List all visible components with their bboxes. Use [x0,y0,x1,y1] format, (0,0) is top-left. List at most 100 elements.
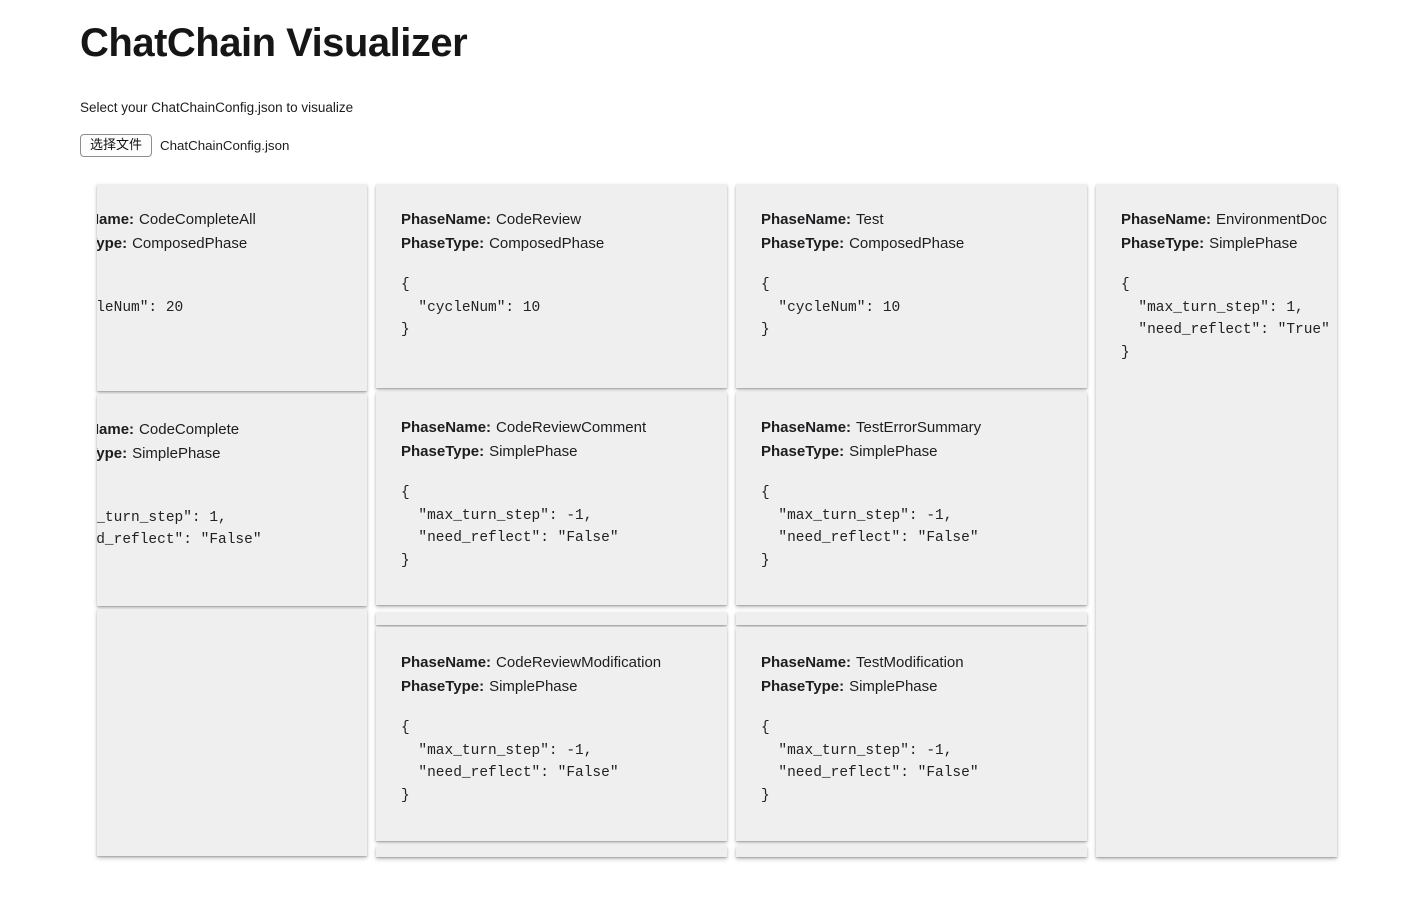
json-line: "need_reflect": "False" [761,530,979,546]
phase-type-value: ComposedPhase [489,234,605,252]
phase-name-line: PhaseName:CodeComplete [97,418,345,442]
phase-type-line: PhaseType:ComposedPhase [761,232,1062,256]
phase-type-value: SimplePhase [849,677,938,695]
phase-type-label: PhaseType: [401,442,485,460]
spacer-card [376,612,727,625]
phase-name-value: CodeReviewComment [496,419,647,436]
phase-type-value: SimplePhase [132,444,221,462]
phase-name-line: PhaseName:EnvironmentDoc [1121,208,1337,232]
phase-name-value: CodeReviewModification [496,654,662,671]
phase-json: { "max_turn_step": -1, "need_reflect": "… [761,482,1062,572]
json-line: { [401,485,410,501]
phase-name-label: PhaseName: [401,654,492,671]
json-line: } [1121,344,1130,361]
phase-json: { "max_turn_step": -1, "need_reflect": "… [401,482,702,572]
json-line: } [761,552,770,569]
spacer-card [736,612,1087,625]
phase-type-value: SimplePhase [1209,234,1298,252]
phase-name-line: PhaseName:TestErrorSummary [761,416,1062,440]
phase-type-value: ComposedPhase [132,234,248,252]
phase-name-label: PhaseName: [761,211,852,228]
json-line: "need_reflect": "True" [1121,322,1330,338]
json-line: { [401,277,410,293]
phase-name-value: CodeComplete [139,421,240,438]
phase-type-line: PhaseType:SimplePhase [401,675,702,699]
choose-file-button[interactable]: 选择文件 [80,134,153,157]
phase-type-label: PhaseType: [761,234,845,252]
phase-name-line: PhaseName:TestModification [761,651,1062,675]
phase-name-line: PhaseName:CodeCompleteAll [97,208,345,232]
phase-name-label: PhaseName: [401,419,492,436]
phase-json: { "cycleNum": 10 } [401,274,702,342]
spacer-card [736,846,1087,857]
json-line: "need_reflect": "False" [401,530,619,546]
phase-card-code-complete: PhaseName:CodeComplete PhaseType:SimpleP… [97,394,367,606]
phase-type-line: PhaseType:SimplePhase [97,442,345,466]
json-line: } [761,787,770,804]
json-line: } [401,322,410,338]
selected-filename: ChatChainConfig.json [160,138,290,153]
phase-name-label: PhaseName: [401,211,492,228]
phase-name-value: CodeCompleteAll [139,211,256,228]
chain-column-code-complete-all: PhaseName:CodeCompleteAll PhaseType:Comp… [97,184,367,856]
phase-json: { "cycleNum": 10 } [761,274,1062,342]
chain-column-test: PhaseName:Test PhaseType:ComposedPhase {… [736,184,1087,857]
json-line: } [761,322,770,338]
phase-type-line: PhaseType:SimplePhase [761,675,1062,699]
phase-name-label: PhaseName: [97,421,135,438]
phase-type-value: ComposedPhase [849,234,965,252]
phase-card-code-review: PhaseName:CodeReview PhaseType:ComposedP… [376,184,727,388]
json-line: } [401,787,410,804]
json-line: "max_turn_step": -1, [761,507,953,524]
json-line: { [401,720,410,736]
json-line: "max_turn_step": 1, [97,509,227,526]
phase-card-code-review-comment: PhaseName:CodeReviewComment PhaseType:Si… [376,392,727,605]
phase-name-line: PhaseName:CodeReview [401,208,702,232]
json-line: "need_reflect": "False" [401,765,619,781]
json-line: "max_turn_step": -1, [401,507,593,524]
phase-type-label: PhaseType: [761,677,845,695]
phase-name-line: PhaseName:CodeReviewComment [401,416,702,440]
phase-json: { "max_turn_step": 1, "need_reflect": "T… [1121,274,1337,364]
phase-json: { "max_turn_step": -1, "need_reflect": "… [761,717,1062,807]
json-line: } [97,319,345,342]
phase-type-value: SimplePhase [849,442,938,460]
json-line: "max_turn_step": -1, [401,742,593,759]
phase-type-label: PhaseType: [761,442,845,460]
json-line: { [761,485,770,501]
empty-card [97,609,367,856]
json-line: { [761,720,770,736]
json-line: "need_reflect": "False" [97,532,262,548]
phase-type-label: PhaseType: [1121,234,1205,252]
phase-card-test-error-summary: PhaseName:TestErrorSummary PhaseType:Sim… [736,392,1087,605]
phase-type-line: PhaseType:ComposedPhase [401,232,702,256]
phase-type-label: PhaseType: [97,444,128,462]
phase-type-line: PhaseType:SimplePhase [401,440,702,464]
phase-name-value: EnvironmentDoc [1216,211,1327,228]
phase-name-value: Test [856,211,884,228]
json-line: } [401,552,410,569]
phase-name-line: PhaseName:Test [761,208,1062,232]
chain-column-code-review: PhaseName:CodeReview PhaseType:ComposedP… [376,184,727,857]
phase-name-label: PhaseName: [1121,211,1212,228]
json-line: "max_turn_step": 1, [1121,299,1304,316]
phase-name-value: TestErrorSummary [856,419,982,436]
phase-grid: PhaseName:CodeCompleteAll PhaseType:Comp… [97,184,1338,857]
phase-card-test: PhaseName:Test PhaseType:ComposedPhase {… [736,184,1087,388]
phase-json: { "cycleNum": 20 } [97,274,345,342]
json-line: { [1121,277,1130,293]
phase-name-label: PhaseName: [761,419,852,436]
json-line: "cycleNum": 10 [761,299,901,316]
json-line: } [97,552,345,575]
chain-column-environment-doc: PhaseName:EnvironmentDoc PhaseType:Simpl… [1096,184,1337,857]
json-line: { [761,277,770,293]
phase-card-test-modification: PhaseName:TestModification PhaseType:Sim… [736,627,1087,841]
phase-type-label: PhaseType: [401,677,485,695]
phase-name-label: PhaseName: [97,211,135,228]
json-line: { [97,484,345,507]
json-line: "max_turn_step": -1, [761,742,953,759]
phase-type-line: PhaseType:SimplePhase [1121,232,1337,256]
page-subtitle: Select your ChatChainConfig.json to visu… [80,100,354,115]
spacer-card [376,846,727,857]
phase-type-line: PhaseType:SimplePhase [761,440,1062,464]
